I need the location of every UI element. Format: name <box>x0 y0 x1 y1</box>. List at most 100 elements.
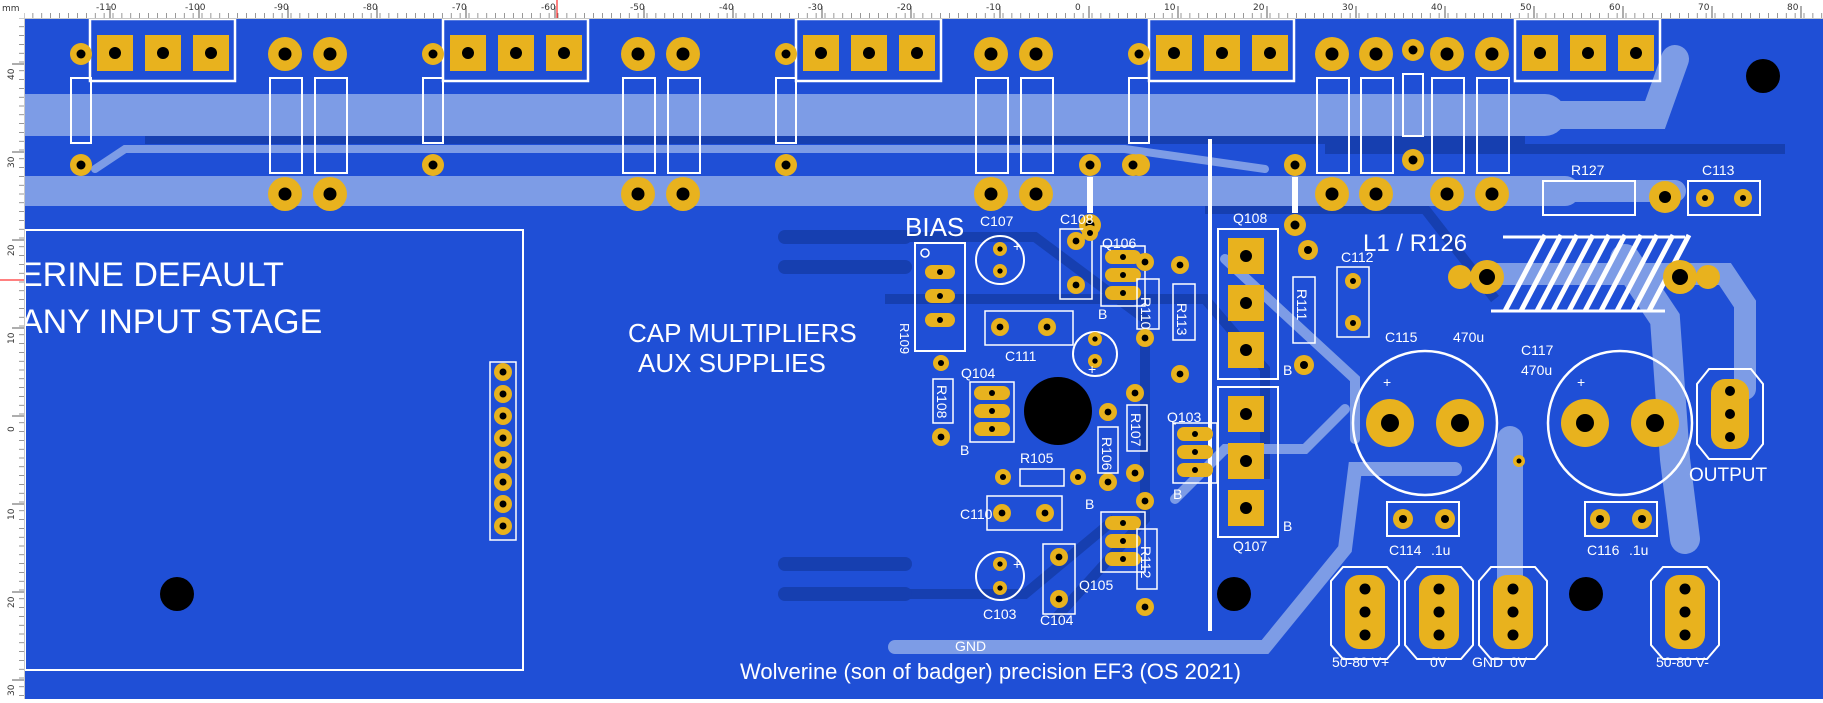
ruler-top-label: -110 <box>96 3 117 13</box>
ref-c103: C103 <box>983 606 1017 622</box>
c117-plus: + <box>1577 374 1585 390</box>
mounting-hole <box>1746 59 1780 93</box>
board-footer-title: Wolverine (son of badger) precision EF3 … <box>740 659 1241 684</box>
ruler-top-label: -70 <box>452 3 467 13</box>
c116-outline <box>1584 501 1658 537</box>
transistor-outline <box>1513 19 1662 83</box>
q108-base-mark: B <box>1283 362 1292 378</box>
ruler-top-label: 50 <box>1520 3 1532 13</box>
ref-q105: Q105 <box>1079 577 1113 593</box>
ruler-left-label: 30 <box>7 684 17 696</box>
output-transistor-row <box>88 19 1662 83</box>
input-default-title: ERINE DEFAULT <box>25 256 284 294</box>
mounting-holes <box>160 59 1780 611</box>
ruler-top-label: 0 <box>1075 3 1081 13</box>
ref-c107: C107 <box>980 213 1014 229</box>
ref-c114: C114 <box>1389 542 1422 558</box>
ruler-left-label: 40 <box>7 68 17 80</box>
ruler-left-label: 0 <box>7 426 17 432</box>
ref-b: B <box>960 442 969 458</box>
label-gnd: GND <box>1472 654 1503 670</box>
pcb-canvas[interactable]: ERINE DEFAULT ANY INPUT STAGE CAP MULTIP… <box>25 19 1823 699</box>
ref-q103: Q103 <box>1167 409 1201 425</box>
pin-header-8[interactable] <box>489 361 517 541</box>
resistor-outline <box>314 77 348 174</box>
ruler-top-label: -10 <box>986 3 1001 13</box>
resistor-outline <box>667 77 701 174</box>
label-0v-1: 0V <box>1430 654 1448 670</box>
ref-q108: Q108 <box>1233 210 1267 226</box>
mounting-hole <box>1569 577 1603 611</box>
resistor-outline <box>1020 77 1054 174</box>
c113-outline <box>1687 180 1761 216</box>
ruler-left-label: 10 <box>7 332 17 344</box>
ruler-top-label: -50 <box>630 3 645 13</box>
c115-plus: + <box>1383 374 1391 390</box>
ref-c117: C117 <box>1521 342 1554 358</box>
c115-value: 470u <box>1453 329 1484 345</box>
ref-q106: Q106 <box>1102 235 1136 251</box>
ref-r113: R113 <box>1174 303 1190 336</box>
c114-value: .1u <box>1431 542 1450 558</box>
ref-r107: R107 <box>1128 413 1144 447</box>
resistor-outline <box>622 77 656 174</box>
ruler-top-label: -30 <box>808 3 823 13</box>
ref-q104: Q104 <box>961 365 995 381</box>
q108-transistor[interactable] <box>1217 228 1279 380</box>
power-terminal-outline <box>1330 566 1400 660</box>
resistor-outline <box>422 77 444 144</box>
ruler-top-label: -90 <box>274 3 289 13</box>
r127-outline <box>1542 180 1636 216</box>
ruler-left-label: 20 <box>7 596 17 608</box>
ref-r110: R110 <box>1138 297 1154 330</box>
stub-traces <box>778 230 912 601</box>
resistor-outline <box>1431 77 1465 174</box>
ref-c113: C113 <box>1702 162 1735 178</box>
ruler-top-label: 10 <box>1164 3 1176 13</box>
c117-capacitor[interactable] <box>1546 349 1694 497</box>
c116-value: .1u <box>1629 542 1648 558</box>
ref-r106: R106 <box>1099 437 1115 471</box>
gnd-trace-label: GND <box>955 638 986 654</box>
c114-outline <box>1386 501 1460 537</box>
resistor-outline <box>1402 73 1424 137</box>
ref-r112: R112 <box>1138 546 1154 579</box>
ruler-top-label: 20 <box>1253 3 1265 13</box>
ref-r127: R127 <box>1571 162 1605 178</box>
c117-value: 470u <box>1521 362 1552 378</box>
bias-label: BIAS <box>905 212 964 242</box>
ruler-top-label: -20 <box>897 3 912 13</box>
label-v-plus: 50-80 V+ <box>1332 654 1389 670</box>
l1-inductor[interactable] <box>1448 233 1720 313</box>
resistor-outline <box>975 77 1009 174</box>
ruler-left-label: 30 <box>7 156 17 168</box>
ref-q107: Q107 <box>1233 538 1267 554</box>
q107-transistor[interactable] <box>1217 386 1279 538</box>
mounting-hole <box>1217 577 1251 611</box>
output-label: OUTPUT <box>1689 465 1768 486</box>
ruler-top-label: 30 <box>1342 3 1354 13</box>
ruler-top-label: 70 <box>1698 3 1710 13</box>
bias-trimmer[interactable] <box>914 242 966 352</box>
ruler-top-label: -60 <box>541 3 556 13</box>
power-terminal-outline <box>1404 566 1474 660</box>
c112-outline <box>1336 266 1370 338</box>
power-traces <box>25 45 1756 654</box>
ruler-top-label: 60 <box>1609 3 1621 13</box>
ref-b: B <box>1098 306 1107 322</box>
output-connector[interactable] <box>1696 368 1764 460</box>
ref-c112: C112 <box>1341 249 1374 265</box>
resistor-outline <box>1128 77 1150 144</box>
resistor-outline <box>269 77 303 174</box>
ref-c116: C116 <box>1587 542 1620 558</box>
input-stage-outline <box>25 229 524 671</box>
ref-c111: C111 <box>1005 348 1037 364</box>
resistor-outline <box>1360 77 1394 174</box>
power-connectors <box>1330 566 1720 660</box>
c115-capacitor[interactable] <box>1351 349 1499 497</box>
ref-c108: C108 <box>1060 211 1094 227</box>
resistor-outline <box>70 77 92 144</box>
aux-supplies-label: AUX SUPPLIES <box>638 348 826 378</box>
